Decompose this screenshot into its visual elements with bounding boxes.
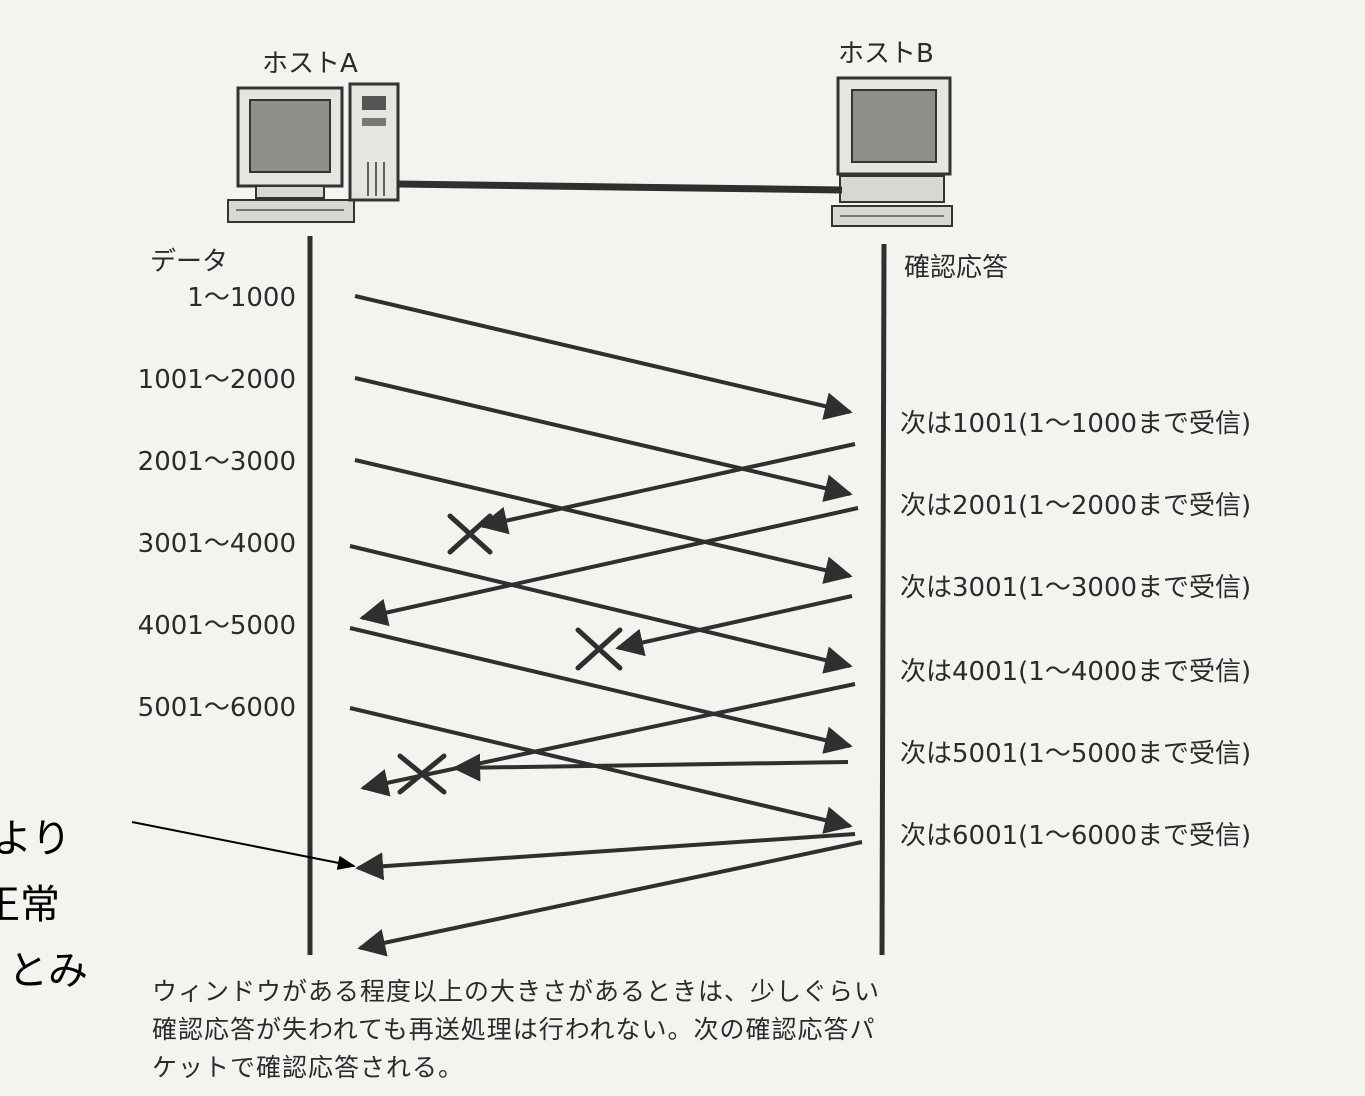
loss-x-icon	[575, 627, 623, 671]
loss-markers	[397, 513, 623, 795]
ack-arrow	[355, 832, 856, 881]
caption-line: ケットで確認応答される。	[152, 1053, 464, 1082]
ack-label: 次は1001(1～1000まで受信)	[900, 409, 1251, 439]
network-cable	[397, 180, 843, 194]
ack-arrow	[359, 506, 859, 627]
data-segment-label: 3001～4000	[138, 529, 296, 559]
overlay-text: とみ	[8, 948, 88, 994]
ack-label: 次は5001(1～5000まで受信)	[900, 739, 1251, 769]
caption-line: ウィンドウがある程度以上の大きさがあるときは、少しぐらい	[152, 977, 880, 1006]
data-arrow	[354, 458, 853, 584]
host-a-computer-icon	[227, 82, 400, 223]
ack-header: 確認応答	[904, 253, 1008, 283]
overlay-annotation: より 正常 とみ	[0, 816, 356, 994]
ack-labels: 次は1001(1～1000まで受信) 次は2001(1～2000まで受信) 次は…	[900, 409, 1251, 851]
ack-arrow-lost	[615, 594, 853, 657]
data-arrow	[354, 376, 853, 502]
data-arrows	[349, 294, 853, 834]
ack-arrow-lost	[479, 442, 856, 535]
host-b-label: ホストB	[838, 39, 934, 69]
caption: ウィンドウがある程度以上の大きさがあるときは、少しぐらい 確認応答が失われても再…	[152, 977, 880, 1082]
data-header: データ	[150, 247, 228, 277]
data-arrow	[349, 544, 853, 674]
ack-arrow	[357, 840, 863, 957]
loss-x-icon	[397, 753, 447, 795]
host-b-timeline	[879, 243, 887, 956]
host-a-label: ホストA	[262, 49, 358, 79]
ack-arrows	[355, 442, 863, 957]
data-arrow	[349, 626, 853, 754]
data-segment-label: 5001～6000	[138, 693, 296, 723]
ack-arrow	[360, 682, 856, 797]
data-arrow	[354, 294, 853, 420]
ack-label: 次は2001(1～2000まで受信)	[900, 491, 1251, 521]
ack-label: 次は4001(1～4000まで受信)	[900, 657, 1251, 687]
data-segment-label: 1～1000	[187, 283, 296, 313]
data-segment-label: 2001～3000	[138, 447, 296, 477]
loss-x-icon	[447, 513, 493, 555]
caption-line: 確認応答が失われても再送処理は行われない。次の確認応答パ	[152, 1015, 876, 1044]
host-b-computer-icon	[831, 76, 953, 227]
ack-arrow-lost	[452, 753, 849, 782]
ack-label: 次は6001(1～6000まで受信)	[900, 821, 1251, 851]
data-segment-label: 1001～2000	[138, 365, 296, 395]
data-segment-label: 4001～5000	[138, 611, 296, 641]
ack-label: 次は3001(1～3000まで受信)	[900, 573, 1251, 603]
overlay-text: より	[0, 816, 71, 862]
overlay-pointer-arrow	[131, 821, 356, 870]
data-segment-labels: 1～1000 1001～2000 2001～3000 3001～4000 400…	[138, 283, 296, 723]
overlay-text: 正常	[0, 882, 60, 928]
